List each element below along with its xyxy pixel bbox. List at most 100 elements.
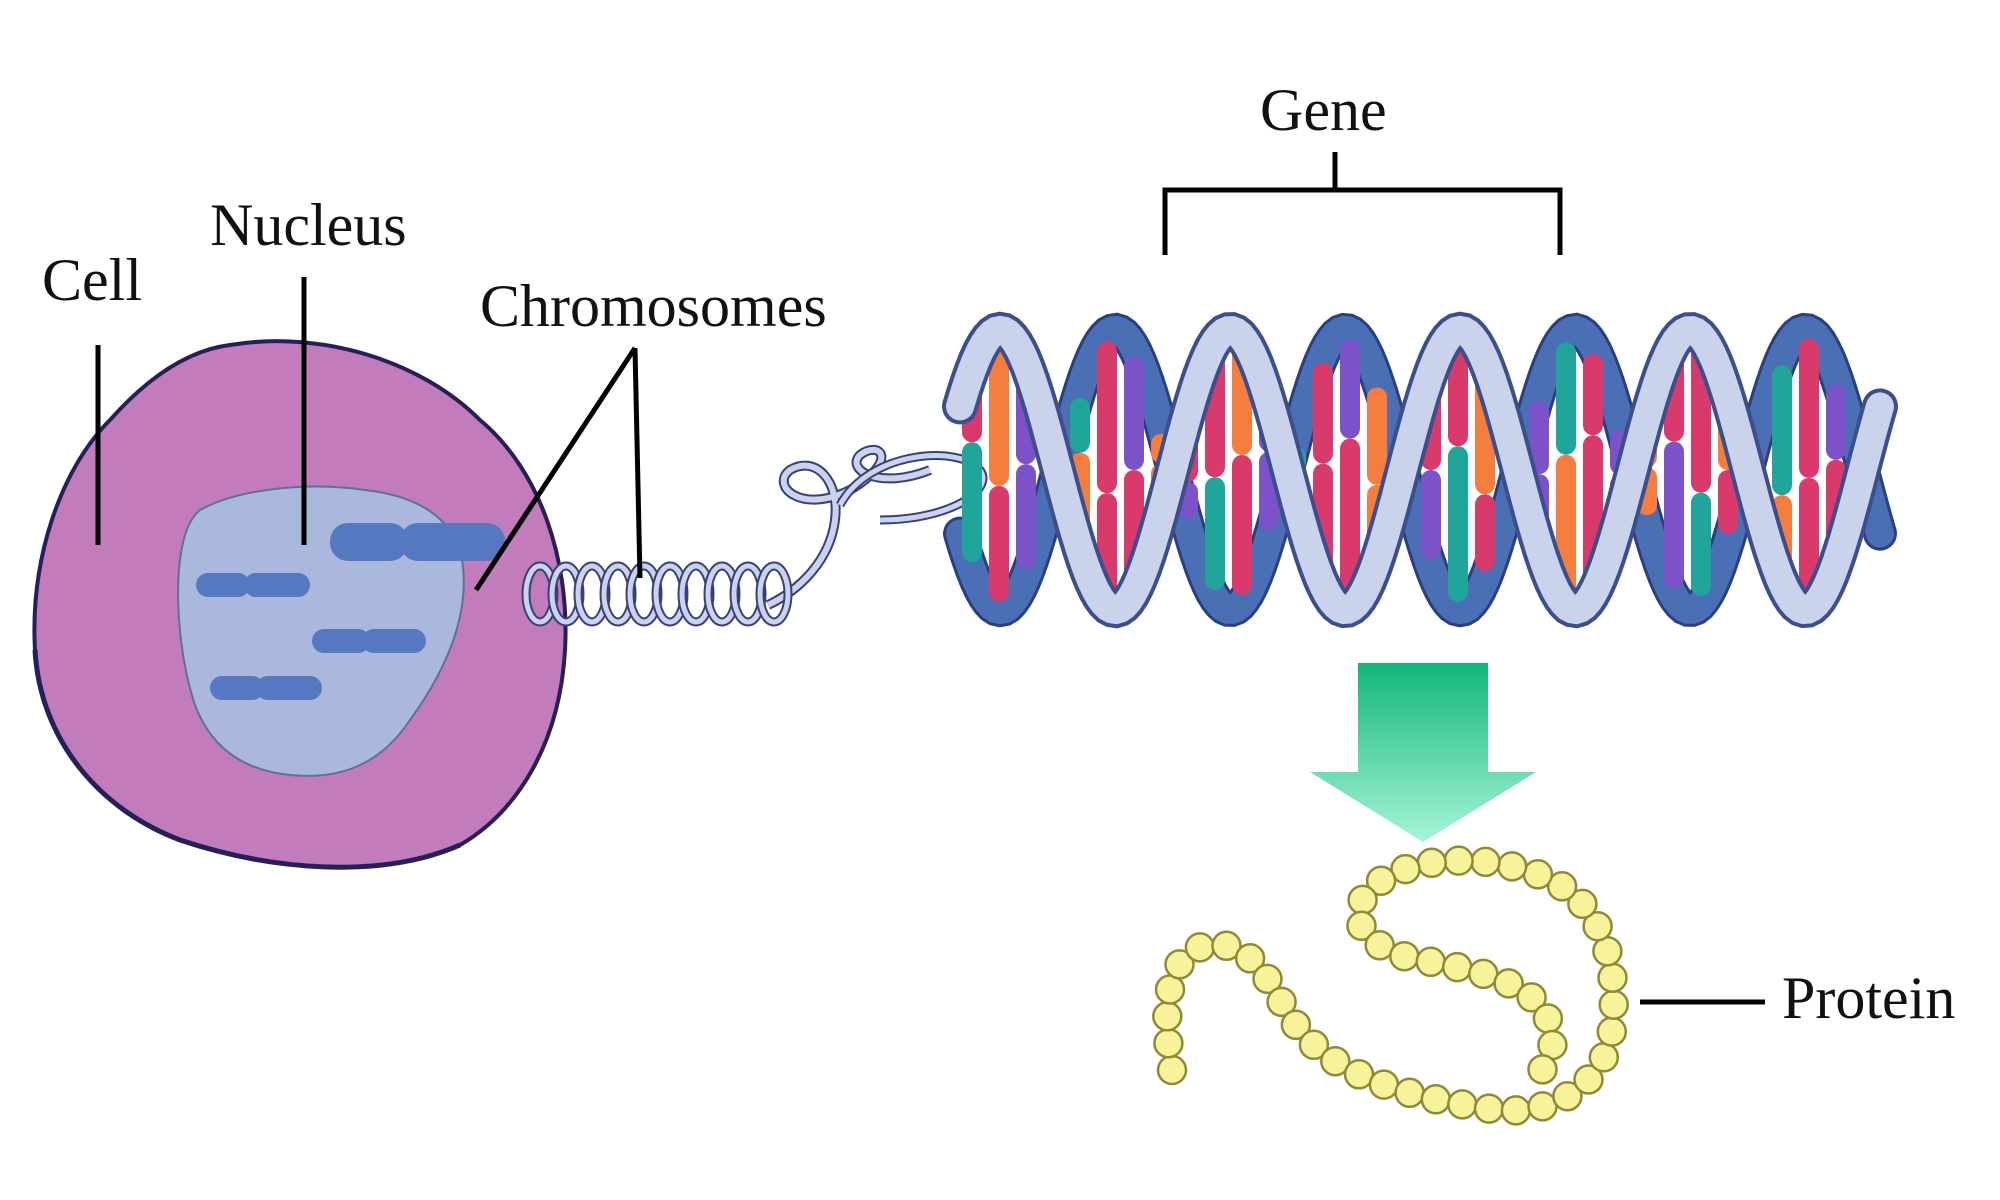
gene-label: Gene xyxy=(1260,77,1387,143)
dna-strand-back xyxy=(946,315,1894,625)
protein-bead xyxy=(1280,1009,1312,1041)
chromosome xyxy=(312,629,426,653)
protein-bead xyxy=(1346,910,1377,942)
base-pair xyxy=(1124,355,1144,470)
base-pair xyxy=(1340,438,1360,601)
chromatin-tail xyxy=(765,445,932,610)
protein-bead xyxy=(1234,943,1266,974)
protein-bead xyxy=(1522,859,1554,890)
base-pair xyxy=(1772,365,1792,496)
protein-bead xyxy=(1156,1054,1188,1086)
protein-bead xyxy=(1389,940,1420,972)
base-pair xyxy=(1097,341,1117,494)
chromatin-coil-highlight xyxy=(757,563,791,625)
base-pair xyxy=(1556,342,1576,455)
base-pair xyxy=(1691,492,1711,597)
protein-bead xyxy=(1365,865,1397,896)
base-pair xyxy=(1421,470,1441,560)
protein-bead xyxy=(1415,946,1446,978)
protein-bead xyxy=(1598,989,1629,1020)
base-pair xyxy=(989,338,1009,486)
base-pair xyxy=(1799,338,1819,478)
chromatin-coils xyxy=(521,561,793,627)
chromosome xyxy=(196,573,310,597)
base-pair xyxy=(1529,401,1549,475)
protein-bead xyxy=(1320,1045,1351,1077)
protein-bead xyxy=(1394,1077,1425,1109)
chromosomes-label: Chromosomes xyxy=(480,273,827,339)
protein-bead xyxy=(1154,974,1186,1005)
protein-bead xyxy=(1443,845,1474,876)
cell-outline-dark xyxy=(32,649,462,870)
protein-bead xyxy=(1152,1001,1183,1032)
chromosomes-leader-line-b xyxy=(632,347,643,579)
protein-bead xyxy=(1596,1016,1628,1047)
base-pair xyxy=(1475,494,1495,572)
base-pair xyxy=(1340,339,1360,439)
nucleus-icon xyxy=(177,485,505,777)
protein-bead xyxy=(1597,962,1628,993)
chromatin-tail-inner xyxy=(766,447,932,608)
base-pair xyxy=(1664,441,1684,589)
protein-chain-icon xyxy=(1152,845,1629,1126)
dna-double-helix-icon xyxy=(942,311,1898,629)
protein-bead xyxy=(1420,1084,1452,1115)
protein-bead xyxy=(1368,1069,1400,1100)
protein-bead xyxy=(1592,936,1623,967)
base-pair xyxy=(1718,470,1738,534)
protein-bead xyxy=(1416,847,1447,879)
protein-bead xyxy=(1588,1042,1620,1073)
cell-label: Cell xyxy=(42,247,142,313)
protein-bead xyxy=(1164,949,1195,980)
base-pair xyxy=(1448,446,1468,602)
protein-bead xyxy=(1516,982,1547,1013)
base-pair xyxy=(1826,384,1846,460)
protein-bead xyxy=(1532,1003,1564,1034)
protein-bead xyxy=(1184,932,1216,963)
protein-bead xyxy=(1552,1080,1583,1112)
protein-bead xyxy=(1153,1027,1184,1059)
protein-bead xyxy=(1582,910,1613,942)
protein-bead xyxy=(1468,958,1499,990)
coiled-chromatin-icon xyxy=(521,445,988,627)
base-pair xyxy=(1799,477,1819,602)
base-pair xyxy=(1016,464,1036,569)
protein-bead xyxy=(1470,846,1501,878)
nucleus-label: Nucleus xyxy=(210,192,407,258)
chromosome-group xyxy=(196,523,505,700)
protein-bead xyxy=(1347,884,1378,916)
protein-bead xyxy=(1473,1093,1505,1124)
protein-bead xyxy=(1567,888,1598,920)
protein-bead xyxy=(1447,1089,1478,1120)
protein-bead xyxy=(1500,1095,1532,1126)
protein-bead xyxy=(1441,951,1473,983)
base-pair xyxy=(1205,477,1225,591)
chromosome xyxy=(330,523,505,561)
protein-bead xyxy=(1546,871,1578,902)
protein-label: Protein xyxy=(1782,965,1955,1031)
chromosome xyxy=(210,676,322,700)
base-pair xyxy=(1313,363,1333,464)
base-pair xyxy=(1232,455,1252,595)
base-pair xyxy=(1367,387,1387,485)
dna-backbone-back xyxy=(943,312,1897,628)
protein-bead xyxy=(1298,1029,1330,1061)
chromosomes-leader-line-a xyxy=(473,346,638,592)
protein-bead xyxy=(1493,968,1524,999)
protein-bead xyxy=(1496,851,1528,882)
protein-bead xyxy=(1266,986,1297,1018)
protein-bead xyxy=(1211,930,1242,962)
protein-bead xyxy=(1527,1054,1558,1085)
dna-strand-front xyxy=(946,315,1894,625)
protein-bead xyxy=(1573,1064,1604,1095)
dna-backbone-front xyxy=(942,311,1898,629)
base-pair xyxy=(989,485,1009,602)
protein-bead xyxy=(1390,853,1421,885)
base-pair xyxy=(1583,354,1603,436)
gene-bracket xyxy=(1162,187,1563,255)
down-arrow-icon xyxy=(1310,663,1536,842)
base-pair xyxy=(962,442,982,563)
protein-bead xyxy=(1252,963,1283,995)
base-pair xyxy=(1070,398,1090,453)
